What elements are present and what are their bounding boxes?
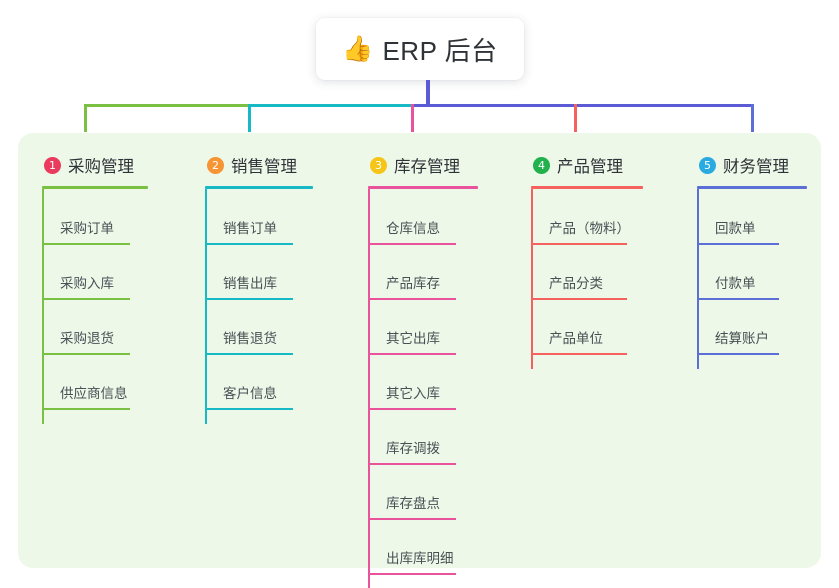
branch-spine xyxy=(42,189,44,424)
branch-item-list: 产品（物料） 产品分类产品单位 xyxy=(531,189,643,370)
list-item[interactable]: 产品（物料） xyxy=(549,221,630,236)
branch-connector-segment xyxy=(411,104,577,107)
branch-title: 销售管理 xyxy=(231,158,297,176)
branch-underline xyxy=(531,186,643,189)
list-item[interactable]: 回款单 xyxy=(715,221,756,236)
branch-spine xyxy=(531,189,533,369)
branch-underline xyxy=(42,186,148,189)
list-item[interactable]: 其它出库 xyxy=(386,331,440,346)
branch-header[interactable]: 5 财务管理 xyxy=(697,150,807,180)
branch-column-5[interactable]: 5 财务管理回款单付款单结算账户 xyxy=(697,150,807,370)
list-item-underline xyxy=(368,518,456,520)
list-item[interactable]: 采购订单 xyxy=(60,221,114,236)
branch-title: 产品管理 xyxy=(557,158,623,176)
branch-connector-drop xyxy=(751,104,754,132)
list-item-underline xyxy=(42,408,130,410)
list-item-underline xyxy=(205,243,293,245)
branch-underline xyxy=(697,186,807,189)
branch-header[interactable]: 3 库存管理 xyxy=(368,150,478,180)
branch-number-badge: 1 xyxy=(44,156,61,174)
list-item-underline xyxy=(531,243,627,245)
list-item[interactable]: 其它入库 xyxy=(386,386,440,401)
branch-item-list: 采购订单采购入库采购退货供应商信息 xyxy=(42,189,148,425)
list-item-underline xyxy=(205,353,293,355)
branch-title: 库存管理 xyxy=(394,158,460,176)
list-item[interactable]: 出库库明细 xyxy=(386,551,454,566)
branch-column-4[interactable]: 4 产品管理产品（物料） 产品分类产品单位 xyxy=(531,150,643,370)
list-item-underline xyxy=(531,298,627,300)
list-item[interactable]: 产品分类 xyxy=(549,276,603,291)
list-item-underline xyxy=(697,353,779,355)
branch-number-badge: 3 xyxy=(370,156,387,174)
list-item-underline xyxy=(368,408,456,410)
list-item[interactable]: 销售退货 xyxy=(223,331,277,346)
branch-connector-drop xyxy=(411,104,414,132)
list-item-underline xyxy=(697,298,779,300)
root-node-card[interactable]: 👍 ERP 后台 xyxy=(316,18,524,80)
root-connector-stem xyxy=(426,80,430,106)
branch-connector-segment xyxy=(248,104,414,107)
branch-connector-segment xyxy=(574,104,754,107)
list-item[interactable]: 产品单位 xyxy=(549,331,603,346)
branch-underline xyxy=(205,186,313,189)
branch-item-list: 销售订单销售出库销售退货客户信息 xyxy=(205,189,313,425)
list-item[interactable]: 库存盘点 xyxy=(386,496,440,511)
branch-header[interactable]: 4 产品管理 xyxy=(531,150,643,180)
branch-connector-drop xyxy=(84,104,87,132)
branch-number-badge: 4 xyxy=(533,156,550,174)
list-item-underline xyxy=(368,573,456,575)
list-item[interactable]: 销售出库 xyxy=(223,276,277,291)
branch-title: 财务管理 xyxy=(723,158,789,176)
root-node-title: ERP 后台 xyxy=(382,35,498,66)
branch-title: 采购管理 xyxy=(68,158,134,176)
branch-column-1[interactable]: 1 采购管理采购订单采购入库采购退货供应商信息 xyxy=(42,150,148,425)
branch-underline xyxy=(368,186,478,189)
list-item-underline xyxy=(368,243,456,245)
list-item[interactable]: 仓库信息 xyxy=(386,221,440,236)
list-item[interactable]: 结算账户 xyxy=(715,331,769,346)
list-item[interactable]: 客户信息 xyxy=(223,386,277,401)
branch-spine xyxy=(697,189,699,369)
list-item[interactable]: 采购退货 xyxy=(60,331,114,346)
branch-header[interactable]: 1 采购管理 xyxy=(42,150,148,180)
list-item-underline xyxy=(205,408,293,410)
list-item-underline xyxy=(531,353,627,355)
branch-header[interactable]: 2 销售管理 xyxy=(205,150,313,180)
branch-connector-drop xyxy=(248,104,251,132)
list-item-underline xyxy=(368,353,456,355)
branch-column-3[interactable]: 3 库存管理仓库信息产品库存其它出库其它入库库存调拨库存盘点出库库明细 xyxy=(368,150,478,588)
list-item-underline xyxy=(42,353,130,355)
branch-number-badge: 2 xyxy=(207,156,224,174)
branch-spine xyxy=(368,189,370,588)
list-item-underline xyxy=(42,243,130,245)
list-item-underline xyxy=(697,243,779,245)
list-item-underline xyxy=(368,463,456,465)
list-item-underline xyxy=(205,298,293,300)
list-item[interactable]: 采购入库 xyxy=(60,276,114,291)
list-item[interactable]: 付款单 xyxy=(715,276,756,291)
list-item[interactable]: 库存调拨 xyxy=(386,441,440,456)
branch-connector-drop xyxy=(574,104,577,132)
branch-spine xyxy=(205,189,207,424)
list-item[interactable]: 供应商信息 xyxy=(60,386,128,401)
branch-connector-segment xyxy=(84,104,251,107)
branch-number-badge: 5 xyxy=(699,156,716,174)
branch-column-2[interactable]: 2 销售管理销售订单销售出库销售退货客户信息 xyxy=(205,150,313,425)
list-item[interactable]: 销售订单 xyxy=(223,221,277,236)
branch-item-list: 回款单付款单结算账户 xyxy=(697,189,807,370)
list-item-underline xyxy=(42,298,130,300)
branches-panel: 1 采购管理采购订单采购入库采购退货供应商信息 2 销售管理销售订单销售出库销售退货客… xyxy=(18,133,821,588)
thumbs-up-icon: 👍 xyxy=(342,34,374,63)
list-item-underline xyxy=(368,298,456,300)
list-item[interactable]: 产品库存 xyxy=(386,276,440,291)
branch-item-list: 仓库信息产品库存其它出库其它入库库存调拨库存盘点出库库明细 xyxy=(368,189,478,588)
